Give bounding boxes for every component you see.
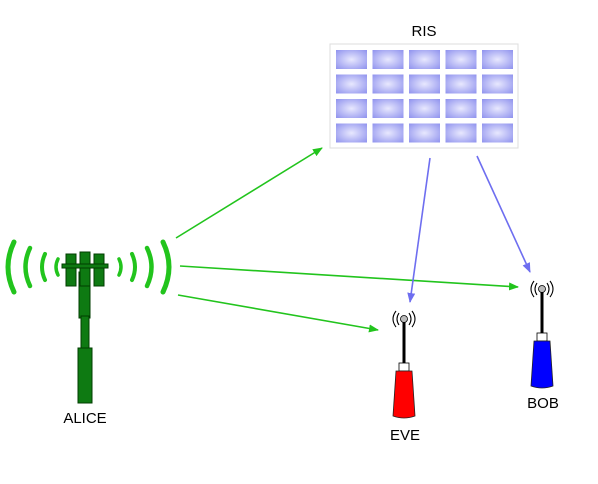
ris-label: RIS	[411, 23, 436, 40]
link-ris-to-eve	[407, 157, 431, 303]
bob-label: BOB	[527, 395, 559, 412]
cell-tower-icon	[5, 239, 172, 404]
ris-tile	[409, 99, 440, 118]
direct-links	[175, 147, 519, 333]
radio-antenna-icon	[530, 280, 554, 389]
ris-tile	[372, 74, 404, 94]
link-ris-to-bob	[476, 155, 531, 273]
ris-tile	[336, 74, 367, 94]
ris-tile	[409, 123, 440, 143]
ris-tile	[372, 123, 404, 143]
ris-tile	[336, 123, 367, 143]
alice-tower: ALICE	[5, 239, 172, 427]
eve-node: EVE	[390, 310, 420, 444]
ris-tile	[336, 50, 367, 69]
ris-tile	[482, 74, 513, 94]
ris-tile	[409, 74, 440, 94]
ris-tile-grid	[336, 50, 513, 143]
eve-label: EVE	[390, 427, 420, 444]
ris-tile	[445, 99, 477, 118]
link-alice-to-eve	[177, 294, 379, 333]
ris-tile	[372, 99, 404, 118]
radio-antenna-icon	[392, 310, 416, 419]
ris-tile	[445, 74, 477, 94]
alice-label: ALICE	[63, 410, 106, 427]
link-alice-to-ris	[175, 147, 323, 239]
ris-tile	[409, 50, 440, 69]
ris-tile	[336, 99, 367, 118]
ris-tile	[482, 123, 513, 143]
ris-tile	[445, 123, 477, 143]
ris-tile	[372, 50, 404, 69]
link-alice-to-bob	[179, 265, 519, 291]
ris-tile	[482, 99, 513, 118]
ris-tile	[445, 50, 477, 69]
bob-node: BOB	[527, 280, 559, 412]
ris-links	[407, 155, 531, 303]
signal-waves-icon	[5, 239, 172, 295]
ris-panel: RIS	[329, 23, 519, 149]
ris-tile	[482, 50, 513, 69]
